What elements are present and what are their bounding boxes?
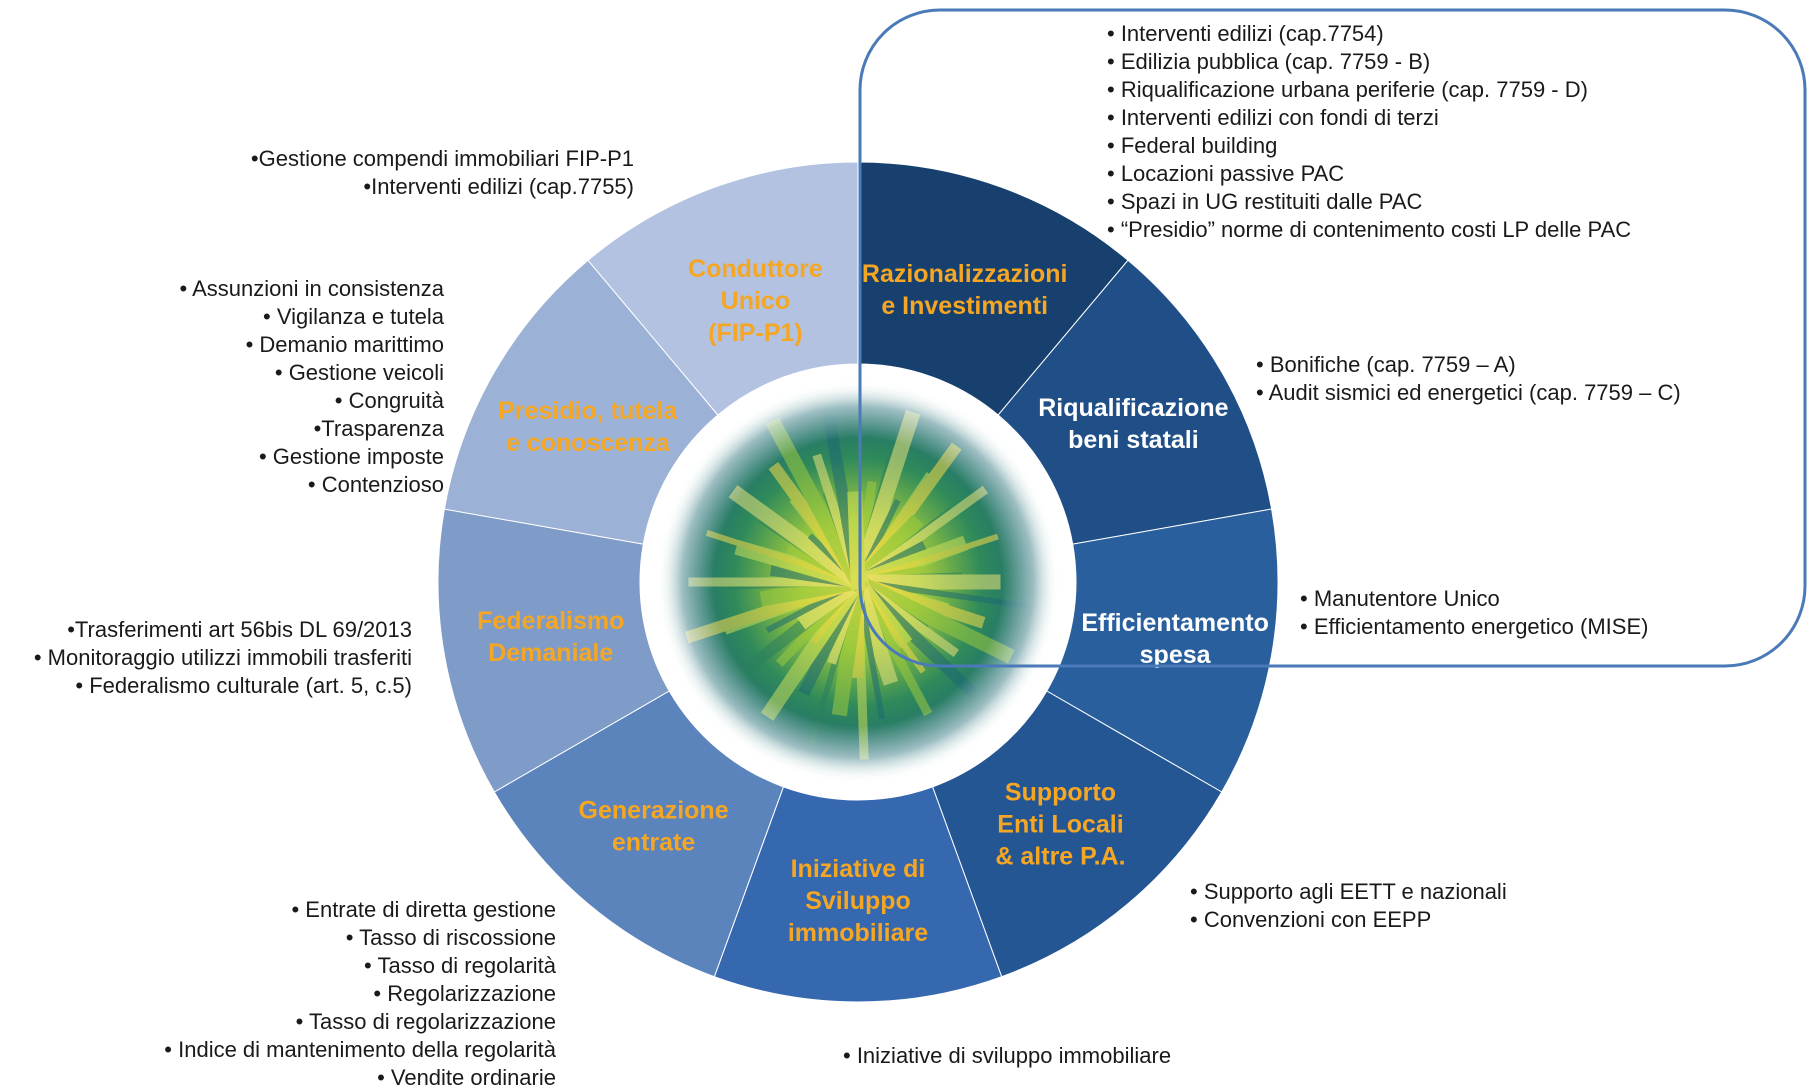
list-iniziative: • Iniziative di sviluppo immobiliare [843, 1042, 1171, 1070]
list-item: •Gestione compendi immobiliari FIP-P1 [250, 146, 634, 171]
list-item: • Supporto agli EETT e nazionali [1190, 879, 1507, 904]
list-item: •Trasparenza [313, 416, 444, 441]
list-item: •Trasferimenti art 56bis DL 69/2013 [67, 617, 412, 642]
wheel-segments [437, 161, 1279, 1003]
list-supporto: • Supporto agli EETT e nazionali • Conve… [1190, 878, 1507, 934]
list-presidio: • Assunzioni in consistenza • Vigilanza … [179, 275, 444, 499]
list-item: • Tasso di riscossione [345, 925, 556, 950]
list-item: • Vigilanza e tutela [263, 304, 444, 329]
list-item: • Contenzioso [307, 472, 444, 497]
list-item: • Tasso di regolarizzazione [295, 1009, 556, 1034]
list-efficientamento: • Manutentore Unico • Efficientamento en… [1300, 585, 1648, 641]
list-item: • Tasso di regolarità [364, 953, 556, 978]
list-razionalizzazioni: • Interventi edilizi (cap.7754) • Ediliz… [1107, 20, 1631, 244]
list-item: • “Presidio” norme di contenimento costi… [1107, 217, 1632, 242]
list-item: • Federalismo culturale (art. 5, c.5) [75, 673, 412, 698]
list-item: • Efficientamento energetico (MISE) [1300, 614, 1649, 639]
list-item: • Manutentore Unico [1300, 586, 1500, 611]
list-item: •Interventi edilizi (cap.7755) [363, 174, 634, 199]
list-item: • Federal building [1107, 133, 1278, 158]
list-item: • Gestione imposte [258, 444, 444, 469]
list-item: • Assunzioni in consistenza [179, 276, 444, 301]
list-item: • Regolarizzazione [373, 981, 556, 1006]
list-item: • Convenzioni con EEPP [1190, 907, 1432, 932]
list-item: • Demanio marittimo [245, 332, 444, 357]
list-item: • Interventi edilizi (cap.7754) [1107, 21, 1384, 46]
list-conduttore: •Gestione compendi immobiliari FIP-P1 •I… [251, 145, 634, 201]
list-item: • Interventi edilizi con fondi di terzi [1107, 105, 1439, 130]
list-generazione: • Entrate di diretta gestione • Tasso di… [164, 896, 556, 1092]
highlight-frame [858, 8, 1807, 668]
list-item: • Audit sismici ed energetici (cap. 7759… [1256, 380, 1681, 405]
center-image [658, 382, 1058, 782]
list-item: • Congruità [334, 388, 444, 413]
list-riqualificazione: • Bonifiche (cap. 7759 – A) • Audit sism… [1256, 351, 1681, 407]
list-item: • Gestione veicoli [274, 360, 444, 385]
list-item: • Bonifiche (cap. 7759 – A) [1256, 352, 1516, 377]
list-item: • Monitoraggio utilizzi immobili trasfer… [33, 645, 412, 670]
list-item: • Spazi in UG restituiti dalle PAC [1107, 189, 1423, 214]
list-item: • Vendite ordinarie [377, 1065, 556, 1090]
list-item: • Edilizia pubblica (cap. 7759 - B) [1107, 49, 1431, 74]
list-item: • Indice di mantenimento della regolarit… [164, 1037, 556, 1062]
list-item: • Riqualificazione urbana periferie (cap… [1107, 77, 1588, 102]
list-item: • Locazioni passive PAC [1107, 161, 1345, 186]
list-item: • Entrate di diretta gestione [291, 897, 556, 922]
list-federalismo: •Trasferimenti art 56bis DL 69/2013 • Mo… [34, 616, 412, 700]
list-item: • Iniziative di sviluppo immobiliare [843, 1043, 1172, 1068]
